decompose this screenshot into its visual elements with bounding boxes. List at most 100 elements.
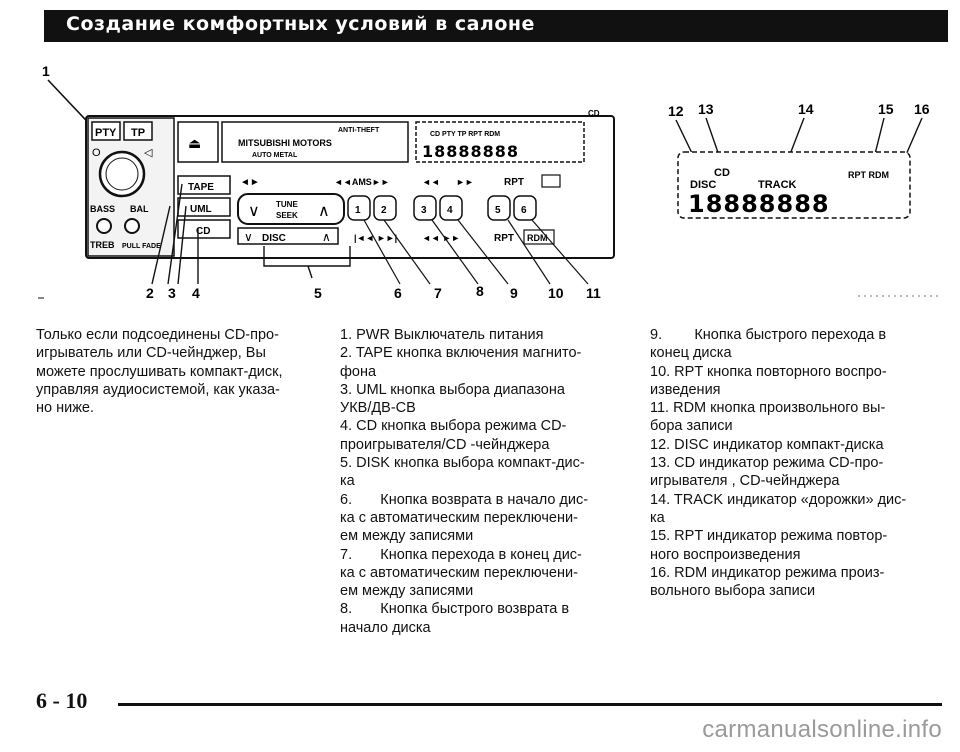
radio-lcd — [415, 121, 585, 163]
list-line: вольного выбора записи — [650, 583, 816, 600]
ff-label: ►► — [456, 177, 474, 187]
rpt-top-label: RPT — [504, 177, 524, 188]
callout-10: 10 — [548, 285, 564, 301]
svg-text:CD PTY TP RPT RDM: CD PTY TP RPT RDM — [430, 131, 500, 138]
list-line: ного воспроизведения — [650, 546, 801, 563]
callout-7: 7 — [434, 285, 442, 301]
bal-label: BAL — [130, 204, 149, 214]
rpt-bottom-label: RPT — [494, 233, 514, 244]
callout-5: 5 — [314, 285, 322, 301]
list-line: ка с автоматическим переключени- — [340, 564, 578, 581]
preset-4: 4 — [447, 205, 453, 216]
list-line: фона — [340, 363, 377, 380]
callout-2: 2 — [146, 285, 154, 301]
list-line: 2. TAPE кнопка включения магнито- — [340, 345, 582, 362]
list-line: ка — [650, 509, 665, 526]
tune-label: TUNE — [276, 200, 298, 209]
list-line: 1. PWR Выключатель питания — [340, 327, 544, 343]
cd-button-label: CD — [196, 226, 210, 237]
legend-list-right: 9. Кнопка быстрого перехода в конец диск… — [650, 326, 942, 600]
pull-fade-label: PULL FADE — [122, 243, 161, 250]
callout-14: 14 — [798, 101, 814, 117]
preset-6: 6 — [521, 205, 527, 216]
list-line: ем между записями — [340, 583, 474, 600]
svg-text:◁: ◁ — [144, 147, 153, 159]
disp-rpt-rdm: RPT RDM — [848, 170, 889, 180]
list-line: ем между записями — [340, 528, 474, 545]
uml-button-label: UML — [190, 204, 212, 215]
intro-line: но ниже. — [36, 400, 94, 417]
disp-digits: 18888888 — [688, 190, 830, 218]
disp-disc: DISC — [690, 179, 716, 191]
intro-line: можете прослушивать компакт-диск, — [36, 363, 283, 380]
svg-text:∨: ∨ — [244, 230, 253, 244]
list-line: 16. RDM индикатор режима произ- — [650, 564, 885, 581]
list-line: бора записи — [650, 418, 733, 435]
header-bar: Создание комфортных условий в салоне — [44, 10, 948, 42]
volume-knob — [98, 150, 146, 198]
list-line: игрывателя , CD-чейнджера — [650, 473, 840, 490]
callout-6: 6 — [394, 285, 402, 301]
tape-button-label: TAPE — [188, 182, 214, 193]
preset-3: 3 — [421, 205, 427, 216]
callout-12: 12 — [668, 103, 684, 119]
watermark: carmanualsonline.info — [702, 716, 942, 743]
tp-label: TP — [131, 127, 145, 139]
callout-9: 9 — [510, 285, 518, 301]
list-line: 9. Кнопка быстрого перехода в — [650, 327, 887, 343]
cd-logo: CD — [588, 109, 600, 118]
list-line: ка — [340, 473, 355, 490]
callout-15: 15 — [878, 101, 894, 117]
disp-track: TRACK — [758, 179, 797, 191]
list-line: конец диска — [650, 345, 732, 362]
legend-list-middle: 1. PWR Выключатель питания 2. TAPE кнопк… — [340, 326, 626, 637]
list-line: 11. RDM кнопка произвольного вы- — [650, 400, 886, 417]
callout-1: 1 — [42, 63, 50, 79]
callout-13: 13 — [698, 101, 714, 117]
page-title: Создание комфортных условий в салоне — [66, 13, 535, 35]
callout-11: 11 — [586, 285, 601, 301]
svg-text:◄◄ ►►: ◄◄ ►► — [422, 233, 460, 243]
callout-16: 16 — [914, 101, 930, 117]
list-line: 15. RPT индикатор режима повтор- — [650, 528, 888, 545]
list-line: 7. Кнопка перехода в конец дис- — [340, 546, 582, 563]
list-line: 10. RPT кнопка повторного воспро- — [650, 363, 887, 380]
svg-text:◄►: ◄► — [240, 177, 260, 188]
anti-theft-label: ANTI-THEFT — [338, 127, 380, 134]
enlarged-display — [677, 151, 911, 219]
list-line: ка с автоматическим переключени- — [340, 509, 578, 526]
svg-text:∧: ∧ — [322, 230, 331, 244]
list-line: начало диска — [340, 619, 431, 636]
svg-text:|◄◄ ►►|: |◄◄ ►►| — [354, 233, 397, 243]
bass-label: BASS — [90, 204, 115, 214]
svg-text:∧: ∧ — [318, 203, 330, 220]
rdm-label: RDM — [527, 233, 548, 243]
rew-label: ◄◄ — [422, 177, 440, 187]
callout-4: 4 — [192, 285, 200, 301]
list-line: 12. DISC индикатор компакт-диска — [650, 436, 884, 453]
callout-8: 8 — [476, 283, 484, 299]
intro-line: управляя аудиосистемой, как указа- — [36, 381, 280, 398]
treb-label: TREB — [90, 240, 115, 250]
brand-label: MITSUBISHI MOTORS — [238, 138, 332, 148]
list-line: 3. UML кнопка выбора диапазона — [340, 381, 565, 398]
list-line: 5. DISK кнопка выбора компакт-дис- — [340, 455, 585, 472]
list-line: 6. Кнопка возврата в начало дис- — [340, 491, 589, 508]
ams-label: ◄◄AMS►► — [334, 177, 390, 187]
disc-button-label: DISC — [262, 233, 286, 244]
intro-line: игрыватель или CD-чейнджер, Вы — [36, 345, 266, 362]
preset-5: 5 — [495, 205, 501, 216]
tape-slot — [221, 121, 409, 163]
preset-buttons: 1 2 3 4 5 6 — [347, 195, 537, 221]
svg-text:O: O — [92, 147, 101, 159]
footer-rule — [118, 703, 942, 706]
intro-line: Только если подсоединены CD-про- — [36, 327, 279, 343]
intro-text: Только если подсоединены CD-про- игрыват… — [36, 326, 322, 417]
auto-metal-label: AUTO METAL — [252, 152, 298, 159]
seek-label: SEEK — [276, 211, 298, 220]
callout-3: 3 — [168, 285, 176, 301]
preset-2: 2 — [381, 205, 387, 216]
list-line: 14. TRACK индикатор «дорожки» дис- — [650, 491, 907, 508]
list-line: 4. CD кнопка выбора режима CD- — [340, 418, 567, 435]
list-line: 13. CD индикатор режима CD-про- — [650, 455, 884, 472]
